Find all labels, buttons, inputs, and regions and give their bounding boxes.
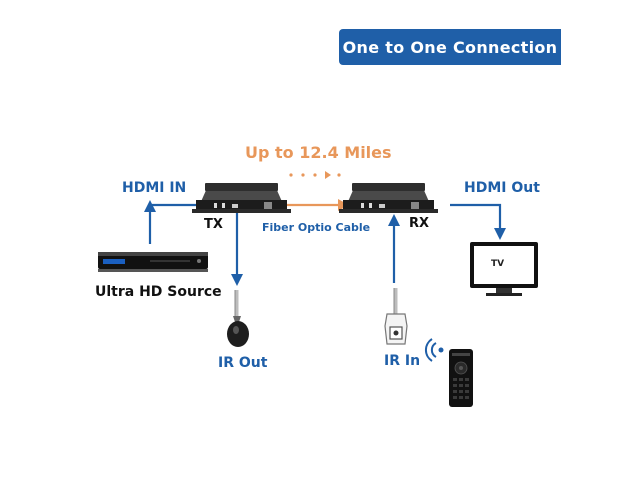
hdmi-out-label: HDMI Out: [464, 180, 540, 196]
remote-control-icon: [449, 349, 473, 407]
ir-out-arrow: [231, 274, 243, 286]
blu-ray-player-icon: [98, 252, 208, 272]
hdmi-out-line: [450, 203, 502, 232]
tx-unit: [192, 183, 291, 213]
wireless-signal-icon: [425, 338, 444, 362]
rx-unit: [339, 183, 438, 213]
distance-label: Up to 12.4 Miles: [245, 143, 392, 162]
ir-in-arrow: [388, 214, 400, 226]
tv-label: TV: [491, 259, 505, 269]
hdmi-in-label: HDMI IN: [122, 180, 187, 196]
hdmi-out-arrow: [494, 228, 506, 240]
tv-icon: [470, 242, 538, 296]
hdmi-in-line: [148, 203, 196, 244]
ir-out-label: IR Out: [218, 355, 268, 371]
hdmi-in-arrow: [144, 200, 156, 212]
fiber-cable: [287, 171, 349, 211]
fiber-cable-label: Fiber Optio Cable: [262, 221, 371, 234]
distance-arrow: [325, 171, 331, 179]
distance-dots: [289, 173, 341, 177]
connection-title-banner: One to One Connection: [339, 29, 561, 65]
rx-label: RX: [409, 216, 430, 231]
signal-lines: [144, 200, 506, 286]
tx-label: TX: [204, 217, 223, 232]
ir-emitter-icon: [227, 290, 249, 347]
ir-in-label: IR In: [384, 353, 421, 369]
ir-receiver-icon: [384, 288, 408, 345]
source-label: Ultra HD Source: [95, 284, 222, 300]
